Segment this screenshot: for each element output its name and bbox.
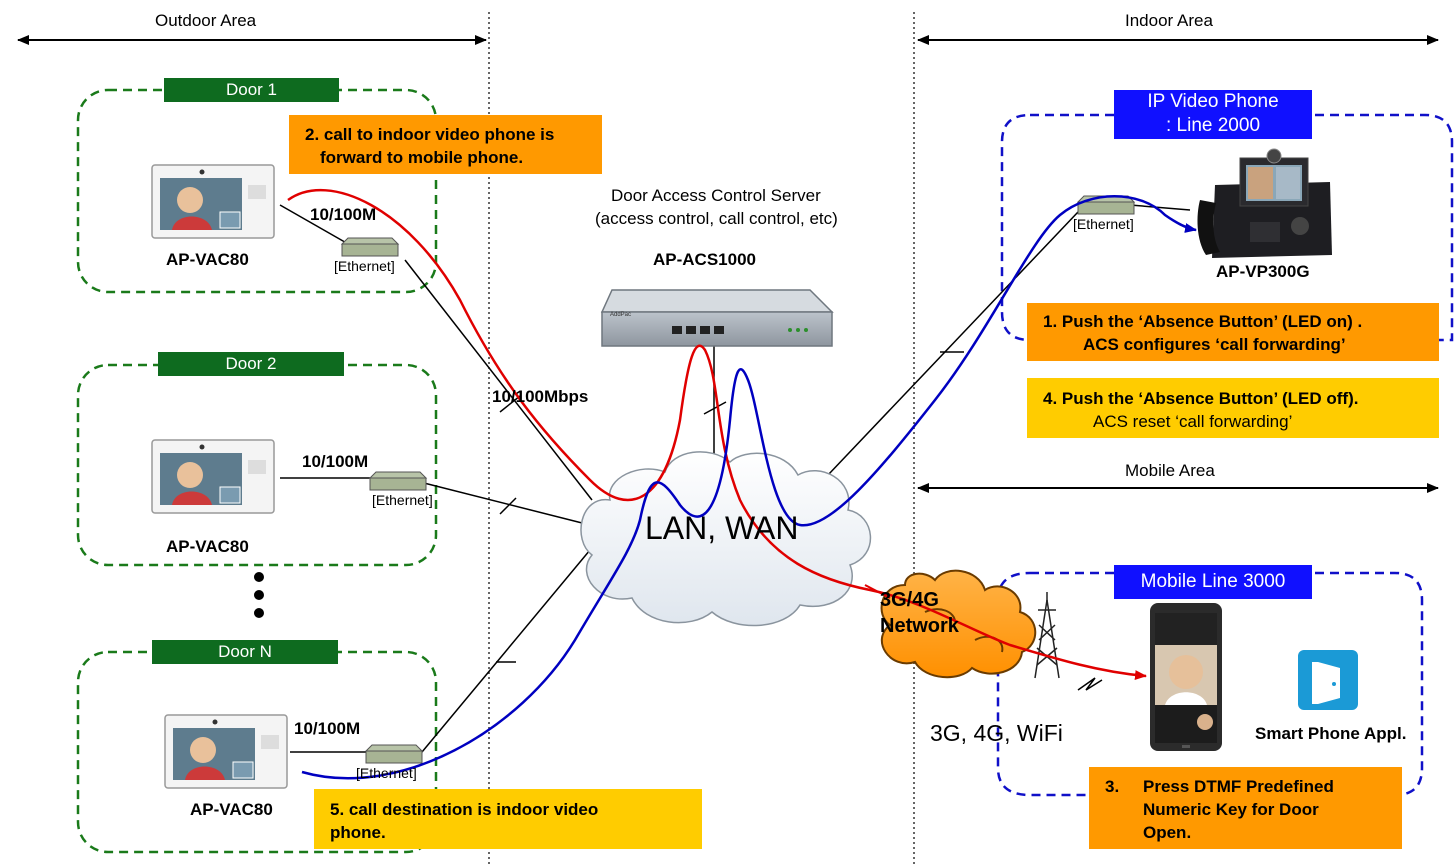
server-title-line1: Door Access Control Server [611, 186, 821, 205]
wireless-signal-icon [1077, 677, 1103, 691]
door-app-icon [1298, 650, 1358, 710]
lan-wan-label: LAN, WAN [645, 510, 799, 546]
smartphone-app-label: Smart Phone Appl. [1255, 724, 1407, 743]
wireless-types-label: 3G, 4G, WiFi [930, 720, 1063, 746]
cell-tower-icon [1034, 592, 1060, 679]
step3-note: 3. Press DTMF Predefined Numeric Key for… [1089, 767, 1402, 849]
doorN-label: Door N [152, 640, 338, 664]
door1-ethernet-label: [Ethernet] [334, 258, 395, 274]
indoor-phone-link [1129, 204, 1191, 211]
indoor-uplink [827, 211, 1079, 476]
server-device [600, 289, 834, 347]
door1-link [279, 204, 351, 246]
step2-note: 2. call to indoor video phone is forward… [289, 115, 602, 174]
doorN-ethernet-label: [Ethernet] [356, 765, 417, 781]
ip-video-phone-label: IP Video Phone : Line 2000 [1114, 90, 1312, 139]
outdoor-area-label: Outdoor Area [155, 11, 257, 30]
door1-label: Door 1 [164, 78, 339, 102]
door1-device-label: AP-VAC80 [166, 250, 249, 269]
ellipsis-dot [254, 608, 264, 618]
indoor-ethernet-label: [Ethernet] [1073, 216, 1134, 232]
step1-note: 1. Push the ‘Absence Button’ (LED on) . … [1027, 303, 1439, 361]
doorN-uplink [421, 549, 591, 753]
doorN-box [76, 650, 438, 854]
door1-uplink [404, 259, 593, 501]
call-destination-path [301, 195, 1197, 780]
door2-label: Door 2 [158, 352, 344, 376]
door2-box [76, 363, 438, 567]
mobile-line-label: Mobile Line 3000 [1114, 565, 1312, 599]
ethernet-switch-door1 [340, 237, 400, 257]
mobile-network-label: 3G/4G Network [880, 589, 959, 637]
doorN-speed-label: 10/100M [294, 719, 361, 738]
door2-speed-label: 10/100M [302, 452, 369, 471]
ellipsis-dot [254, 572, 264, 582]
indoor-phone-box [1000, 113, 1454, 342]
server-brand-label: AddPac [610, 312, 632, 318]
door1-video-panel [151, 164, 275, 239]
smartphone [1150, 603, 1222, 751]
call-forward-path [287, 189, 1147, 681]
door2-video-panel [151, 439, 275, 514]
doorN-device-label: AP-VAC80 [190, 800, 273, 819]
server-title-line2: (access control, call control, etc) [595, 209, 838, 228]
ethernet-switch-doorN [364, 744, 424, 764]
indoor-area-label: Indoor Area [1125, 11, 1213, 30]
mobile-area-label: Mobile Area [1125, 461, 1215, 480]
ellipsis-dot [254, 590, 264, 600]
doorN-video-panel [164, 714, 288, 789]
indoor-phone-model-label: AP-VP300G [1216, 262, 1310, 281]
ethernet-switch-indoor [1076, 195, 1136, 215]
door2-ethernet-label: [Ethernet] [372, 492, 433, 508]
ip-video-phone [1197, 148, 1332, 258]
door2-uplink [419, 481, 591, 526]
door1-speed-label: 10/100M [310, 205, 377, 224]
door2-device-label: AP-VAC80 [166, 537, 249, 556]
ethernet-switch-door2 [368, 471, 428, 491]
door1-box [76, 88, 438, 294]
step4-note: 4. Push the ‘Absence Button’ (LED off). … [1027, 378, 1439, 438]
step5-note: 5. call destination is indoor video phon… [314, 789, 702, 849]
server-model-label: AP-ACS1000 [653, 250, 756, 269]
uplink-speed-label: 10/100Mbps [492, 387, 589, 406]
